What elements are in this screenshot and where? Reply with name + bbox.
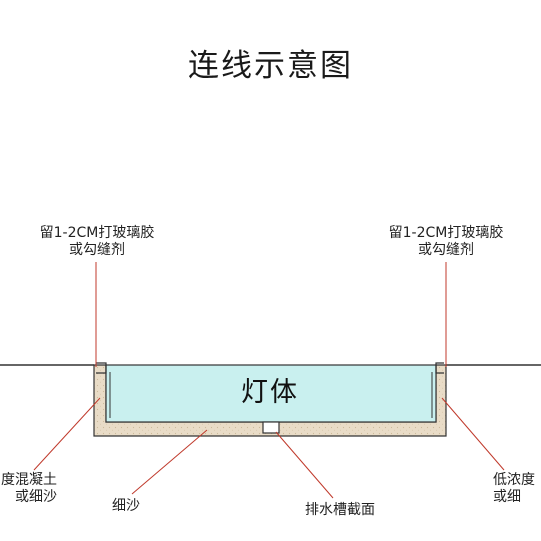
leader-fine-sand — [131, 429, 208, 495]
label-drain-section: 排水槽截面 — [305, 502, 375, 518]
lamp-body-label: 灯体 — [241, 377, 299, 408]
label-left-bottom: 度混凝土 或细沙 — [1, 472, 57, 506]
label-left-top-line2: 或勾缝剂 — [69, 242, 125, 258]
label-right-bottom-line1: 低浓度 — [493, 472, 535, 488]
label-fine-sand: 细沙 — [112, 498, 140, 514]
lamp-rim-left — [96, 362, 107, 374]
label-left-bottom-line2: 或细沙 — [15, 489, 57, 505]
diagram-title: 连线示意图 — [188, 48, 353, 84]
label-right-bottom: 低浓度 或细 — [493, 472, 535, 506]
leader-drain — [275, 431, 334, 499]
label-right-bottom-line2: 或细 — [493, 489, 521, 505]
label-left-top-line1: 留1-2CM打玻璃胶 — [39, 225, 155, 241]
label-right-top-line1: 留1-2CM打玻璃胶 — [388, 225, 504, 241]
lamp-body — [105, 364, 437, 423]
label-left-top: 留1-2CM打玻璃胶 或勾缝剂 — [32, 225, 162, 259]
lamp-rim-right — [435, 362, 444, 374]
label-right-top: 留1-2CM打玻璃胶 或勾缝剂 — [381, 225, 511, 259]
leader-left-bottom — [33, 397, 101, 471]
label-left-bottom-line1: 度混凝土 — [1, 472, 57, 488]
leader-right-bottom — [441, 397, 505, 471]
label-right-top-line2: 或勾缝剂 — [418, 242, 474, 258]
drain-groove — [262, 421, 280, 434]
